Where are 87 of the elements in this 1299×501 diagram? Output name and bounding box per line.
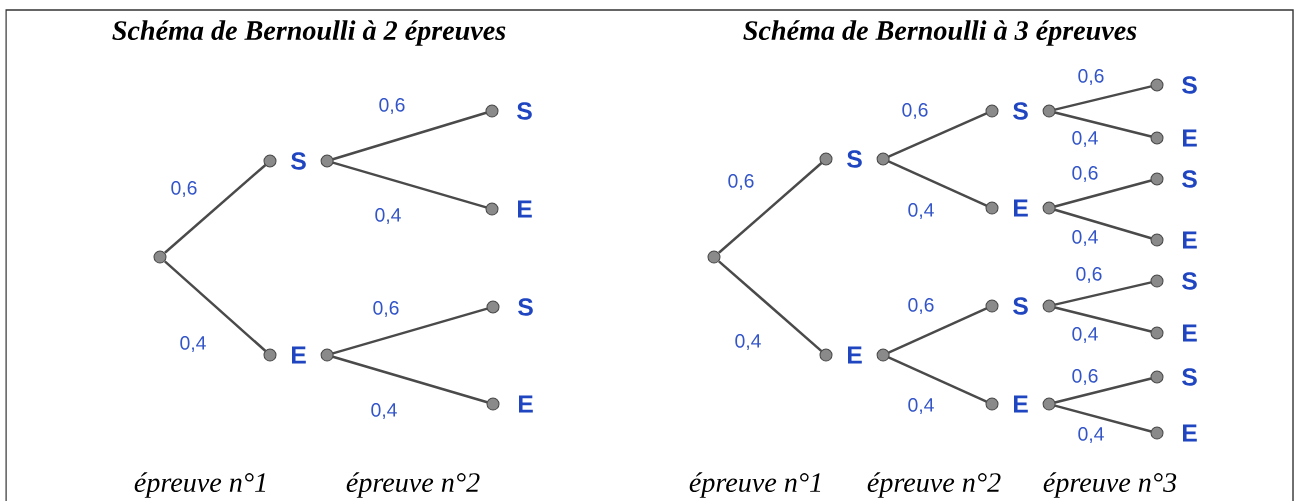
outcome-node: E <box>1150 324 1197 342</box>
outcome-node: S <box>985 297 1056 315</box>
stage-label: épreuve n°1 <box>134 472 266 498</box>
stage-label: épreuve n°3 <box>1043 472 1177 498</box>
branch-line <box>1054 306 1152 333</box>
probability-label: 0,4 <box>372 206 404 226</box>
node-label: E <box>1183 324 1197 342</box>
probability-label: 0,6 <box>899 101 931 121</box>
node-label: S <box>1182 368 1197 386</box>
branch-line <box>1054 404 1152 433</box>
branch-line <box>164 164 267 254</box>
stage-label: épreuve n°2 <box>346 472 480 498</box>
outcome-node: E <box>1150 129 1197 147</box>
outcome-node: E <box>1150 231 1197 249</box>
probability-label: 0,6 <box>376 96 408 116</box>
branch-line <box>332 307 488 355</box>
outcome-node: E <box>485 200 532 218</box>
outcome-node: S <box>486 298 533 316</box>
scheme-name: Schéma de Bernoulli à 2 épreuves <box>112 20 506 46</box>
probability-label: 0,6 <box>905 296 937 316</box>
probability-label: 0,4 <box>905 396 937 416</box>
outcome-node: S <box>1150 170 1197 188</box>
outcome-node: S <box>819 150 890 168</box>
probability-label: 0,4 <box>177 334 209 354</box>
probability-label: 0,6 <box>1069 164 1101 184</box>
branch-line <box>888 307 988 354</box>
branch-line <box>1054 281 1152 306</box>
outcome-node: E <box>1150 424 1197 442</box>
probability-label: 0,4 <box>732 332 764 352</box>
node-label: S <box>518 298 533 316</box>
node-label: S <box>847 150 862 168</box>
node-label: E <box>848 346 862 364</box>
node-label: E <box>519 395 533 413</box>
outcome-node: S <box>1150 76 1197 94</box>
stage-label: épreuve n°2 <box>867 472 1001 498</box>
node-label: S <box>1182 170 1197 188</box>
branch-line <box>164 260 267 352</box>
node-label: E <box>1183 231 1197 249</box>
outcome-node: S <box>263 152 334 170</box>
outcome-node: E <box>486 395 533 413</box>
branch-line <box>1054 111 1152 138</box>
node-label: S <box>1013 297 1028 315</box>
node-label: S <box>1182 76 1197 94</box>
node-label: S <box>291 152 306 170</box>
probability-label: 0,6 <box>725 172 757 192</box>
probability-label: 0,6 <box>1069 367 1101 387</box>
scheme-name: Schéma de Bernoulli à 3 épreuves <box>743 20 1137 46</box>
outcome-node: E <box>985 199 1056 217</box>
probability-label: 0,4 <box>1075 425 1107 445</box>
probability-label: 0,4 <box>1069 228 1101 248</box>
branch-line <box>1054 85 1152 111</box>
outcome-node: S <box>1150 272 1197 290</box>
probability-label: 0,4 <box>1069 129 1101 149</box>
probability-label: 0,4 <box>1069 325 1101 345</box>
probability-label: 0,4 <box>368 401 400 421</box>
branch-line <box>1054 179 1152 208</box>
outcome-node: E <box>819 346 890 364</box>
branch-line <box>332 111 487 161</box>
node-label: E <box>1183 424 1197 442</box>
outcome-node: S <box>985 102 1056 120</box>
outcome-node: S <box>485 102 532 120</box>
outcome-node: E <box>985 395 1056 413</box>
probability-label: 0,6 <box>1075 67 1107 87</box>
probability-label: 0,6 <box>1073 265 1105 285</box>
branch-line <box>1054 377 1152 404</box>
outcome-node: S <box>1150 368 1197 386</box>
probability-label: 0,6 <box>168 179 200 199</box>
node-label: E <box>1014 395 1028 413</box>
node-label: E <box>518 200 532 218</box>
node-label: S <box>1013 102 1028 120</box>
probability-label: 0,6 <box>370 299 402 319</box>
branch-line <box>332 355 488 404</box>
branch-line <box>888 160 988 207</box>
branch-line <box>888 356 988 403</box>
branch-line <box>718 162 823 254</box>
node-label: E <box>1183 129 1197 147</box>
outcome-node: E <box>263 346 334 364</box>
probability-label: 0,4 <box>905 201 937 221</box>
stage-label: épreuve n°1 <box>689 472 821 498</box>
branch-line <box>332 161 487 209</box>
node-label: E <box>292 346 306 364</box>
node-label: S <box>1182 272 1197 290</box>
node-label: S <box>517 102 532 120</box>
branch-line <box>888 112 987 158</box>
node-label: E <box>1014 199 1028 217</box>
branch-line <box>1054 208 1152 240</box>
branch-line <box>718 260 823 352</box>
